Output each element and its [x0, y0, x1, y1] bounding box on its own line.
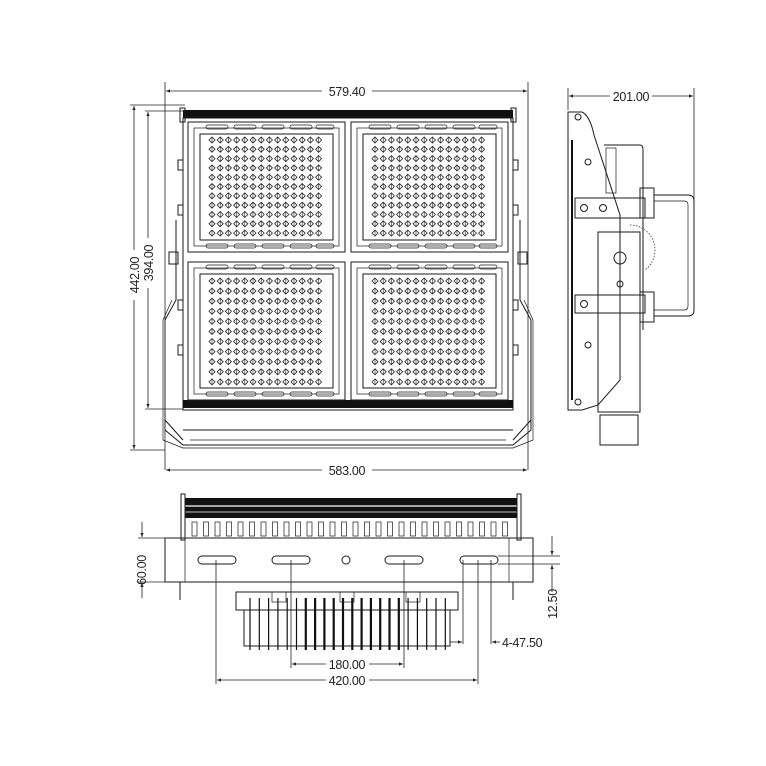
bottom-view — [164, 493, 534, 650]
led-module-top-right — [350, 121, 509, 253]
led-module-bottom-right — [350, 261, 509, 401]
dim-slot-spec: 4-47.50 — [502, 636, 543, 650]
dim-slot-offset: 12.50 — [546, 589, 560, 619]
handle — [654, 194, 695, 317]
dim-inner-span: 180.00 — [329, 658, 366, 672]
dim-width-bottom: 583.00 — [329, 464, 366, 478]
dim-width-top: 579.40 — [329, 85, 366, 99]
bottom-bracket — [164, 537, 534, 583]
bottom-top-rail — [185, 498, 517, 518]
side-view: 201.00 — [567, 88, 695, 446]
led-array — [208, 136, 486, 386]
mounting-arm — [597, 231, 641, 413]
heatsink-base — [235, 591, 459, 611]
yoke-bracket — [164, 220, 532, 446]
bottom-dimensions: 60.00 12.50 4-47.50 180.00 420.00 — [135, 522, 560, 688]
front-dimensions: 579.40 583.00 442.00 394.00 — [128, 82, 529, 478]
dim-outer-span: 420.00 — [329, 674, 366, 688]
bottom-rail — [183, 400, 513, 408]
led-module-bottom-left — [187, 261, 346, 401]
front-view — [162, 107, 534, 449]
top-rail — [183, 110, 513, 118]
led-module-top-left — [187, 121, 346, 253]
dim-bottom-height: 60.00 — [135, 555, 149, 585]
dim-height-inner: 394.00 — [142, 244, 156, 281]
side-plate — [567, 111, 621, 411]
dim-height-outer: 442.00 — [128, 256, 142, 293]
housing-frame — [182, 117, 514, 411]
dim-depth: 201.00 — [613, 90, 650, 104]
